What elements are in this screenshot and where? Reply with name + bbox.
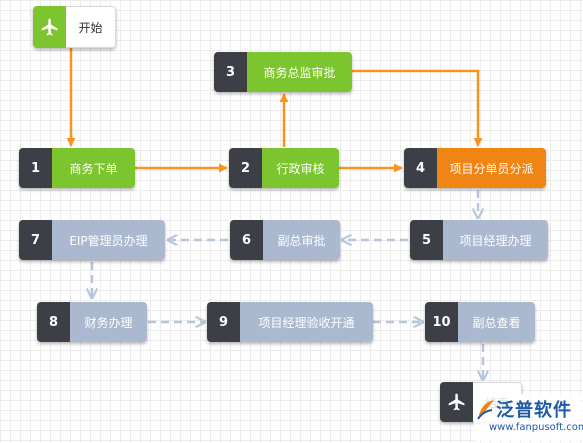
step-label: 行政审核 [262,148,339,188]
step-6-node[interactable]: 6 副总审批 [230,220,340,260]
step-7-node[interactable]: 7 EIP管理员办理 [19,220,165,260]
step-number: 10 [425,302,458,342]
airplane-icon [33,6,66,48]
airplane-icon [440,382,473,422]
step-label: 副总审批 [263,220,340,260]
step-1-node[interactable]: 1 商务下单 [19,148,135,188]
step-number: 7 [19,220,52,260]
step-9-node[interactable]: 9 项目经理验收开通 [207,302,373,342]
step-label: 商务总监审批 [247,52,352,92]
step-number: 9 [207,302,240,342]
step-label: 项目经理办理 [443,220,548,260]
step-number: 8 [37,302,70,342]
step-label: 项目分单员分派 [437,148,546,188]
step-label: 项目经理验收开通 [240,302,373,342]
step-number: 1 [19,148,52,188]
step-2-node[interactable]: 2 行政审核 [229,148,339,188]
step-3-node[interactable]: 3 商务总监审批 [214,52,352,92]
step-number: 4 [404,148,437,188]
brand-logo-icon [477,400,494,420]
step-label: 财务办理 [70,302,147,342]
step-number: 5 [410,220,443,260]
step-number: 2 [229,148,262,188]
start-label: 开始 [66,6,116,48]
brand-watermark: 泛普软件 www.fanpusoft.com [474,394,583,441]
step-label: EIP管理员办理 [52,220,165,260]
step-label: 副总查看 [458,302,535,342]
start-node[interactable]: 开始 [33,6,116,48]
step-4-node[interactable]: 4 项目分单员分派 [404,148,546,188]
step-number: 6 [230,220,263,260]
step-5-node[interactable]: 5 项目经理办理 [410,220,548,260]
edge-3-to-4 [352,69,483,147]
step-10-node[interactable]: 10 副总查看 [425,302,535,342]
step-number: 3 [214,52,247,92]
brand-url: www.fanpusoft.com [489,422,583,433]
step-8-node[interactable]: 8 财务办理 [37,302,147,342]
brand-name: 泛普软件 [496,400,572,421]
step-label: 商务下单 [52,148,135,188]
